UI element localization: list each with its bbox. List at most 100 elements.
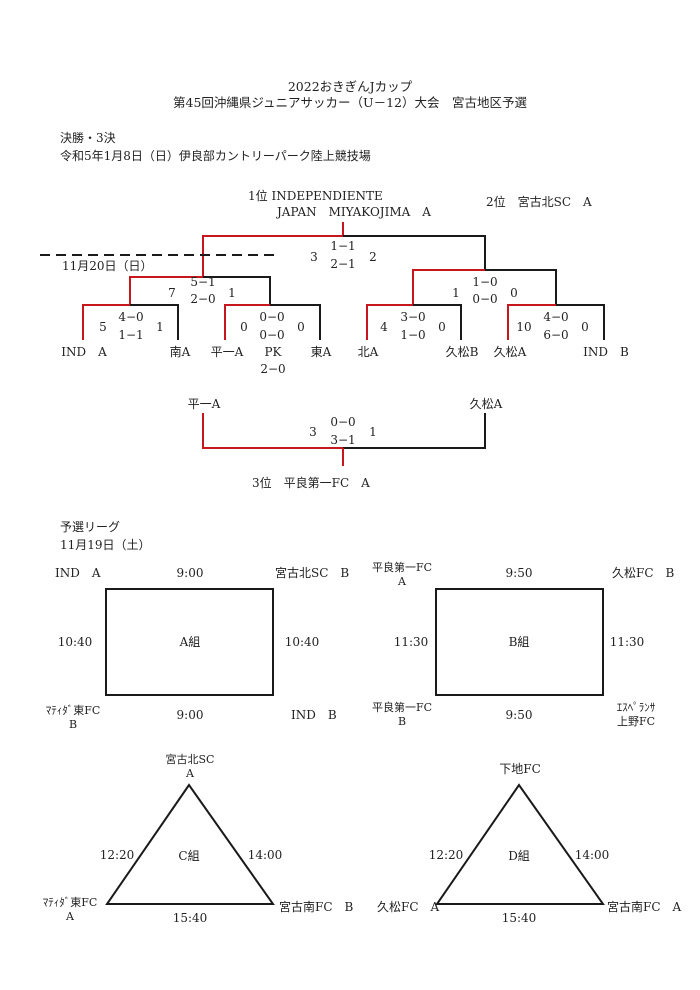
qf4-score-half2: 6−0 [543,328,569,342]
group-a-box [105,588,274,696]
qf1-score-half1: 4−0 [118,310,144,324]
group-b-top-time: 9:50 [505,566,533,580]
group-a-team-tr: 宮古北SC B [275,566,350,580]
group-b-bottom-time: 9:50 [505,708,533,722]
group-a-team-br: IND B [291,708,337,722]
round-date: 11月20日（日） [62,259,155,273]
third-score-half2: 3−1 [330,433,356,447]
group-b-team-br: ｴｽﾍﾟﾗﾝｻ上野FC [617,701,656,729]
qf2-pk-label: PK [264,345,282,359]
qf1-score-left: 5 [99,320,107,334]
finals-date-venue: 令和5年1月8日（日）伊良部カントリーパーク陸上競技場 [60,149,371,163]
third-score-right: 1 [369,425,377,439]
title-line2: 第45回沖縄県ジュニアサッカー（U－12）大会 宮古地区予選 [173,95,527,110]
qf3-winner-path [366,304,413,340]
group-d-team-br: 宮古南FC A [607,900,682,914]
group-c-label: C組 [178,849,200,863]
qf2-score-left: 0 [240,320,248,334]
group-b-team-tr: 久松FC B [612,566,675,580]
group-a-team-bl-line2: B [68,718,78,731]
third-left-team: 平一A [187,397,221,411]
team-hisamatsu-b: 久松B [445,345,479,359]
qf4-score-left: 10 [516,320,532,334]
group-b-box [435,588,604,696]
group-d-left-time: 12:20 [428,848,464,862]
group-c-right-time: 14:00 [247,848,283,862]
qf1-score-right: 1 [156,320,164,334]
group-d-right-time: 14:00 [574,848,610,862]
group-b-team-tl-line2: A [398,575,406,588]
group-c-left-time: 12:20 [99,848,135,862]
team-ind-a: IND A [61,345,107,359]
qf4-score-half1: 4−0 [543,310,569,324]
semi-left-score-left: 7 [168,286,176,300]
group-c-team-top-line1: 宮古北SC [165,753,215,766]
winner-label: 1位 INDEPENDIENTE [248,189,383,203]
league-heading: 予選リーグ [60,520,121,534]
team-hisamatsu-a: 久松A [493,345,527,359]
semi-right-score-left: 1 [452,286,460,300]
team-higashi-a: 東A [310,345,332,359]
runner-up-rank: 2位 [486,195,506,209]
third-winner-path [202,413,343,449]
final-score-half1: 1−1 [330,239,356,253]
final-score-half2: 2−1 [330,257,356,271]
finals-heading: 決勝・3決 [60,131,116,145]
qf1-score-half2: 1−1 [118,328,144,342]
group-c-team-top-line2: A [186,767,194,780]
group-b-team-br-line2: 上野FC [616,715,656,728]
group-d-triangle [435,783,605,905]
group-d-bottom-time: 15:40 [501,911,537,925]
winner-rank: 1位 [248,189,268,203]
group-d-label: D組 [508,849,530,863]
group-a-top-time: 9:00 [176,566,204,580]
qf1-winner-path [82,304,130,340]
semi-right-winner-path [412,269,485,305]
title-line1: 2022おきぎんJカップ [287,79,413,94]
semi-left-score-right: 1 [228,286,236,300]
third-place-result: 3位 平良第一FC A [252,476,370,490]
qf4-loser-path [556,304,605,340]
group-b-label: B組 [508,635,530,649]
semi-right-score-right: 0 [510,286,518,300]
group-a-bottom-time: 9:00 [176,708,204,722]
league-date: 11月19日（土） [60,538,151,552]
semi-right-loser-path [485,269,557,305]
group-a-label: A組 [179,635,201,649]
qf2-pk-score: 2−0 [260,362,286,376]
semi-right-score-half1: 1−0 [472,275,498,289]
qf3-score-half1: 3−0 [400,310,426,324]
semi-left-score-half1: 5−1 [190,275,216,289]
group-a-right-time: 10:40 [284,635,320,649]
final-loser-path [343,235,486,270]
group-c-team-br: 宮古南FC B [279,900,354,914]
qf4-winner-path [507,304,556,340]
winner-name2: JAPAN MIYAKOJIMA A [277,205,431,219]
final-score-left: 3 [310,250,318,264]
third-score-left: 3 [309,425,317,439]
third-right-team: 久松A [469,397,503,411]
qf2-loser-path [270,304,321,340]
qf2-score-right: 0 [297,320,305,334]
semi-right-score-half2: 0−0 [472,292,498,306]
group-b-team-bl-line2: B [397,715,407,728]
third-score-half1: 0−0 [330,415,356,429]
group-b-right-time: 11:30 [609,635,645,649]
runner-up-label: 2位 宮古北SC A [486,195,592,209]
team-kita-a: 北A [357,345,379,359]
qf3-loser-path [413,304,462,340]
group-b-team-tl-line1: 平良第一FC [371,561,433,574]
group-c-team-bl-line2: A [66,910,74,923]
group-a-left-time: 10:40 [57,635,93,649]
group-d-team-bl: 久松FC A [377,900,440,914]
final-winner-path [202,222,344,277]
qf3-score-half2: 1−0 [400,328,426,342]
group-b-team-br-line1: ｴｽﾍﾟﾗﾝｻ [616,701,656,714]
team-ind-b: IND B [583,345,629,359]
group-d-team-top: 下地FC [499,762,541,776]
